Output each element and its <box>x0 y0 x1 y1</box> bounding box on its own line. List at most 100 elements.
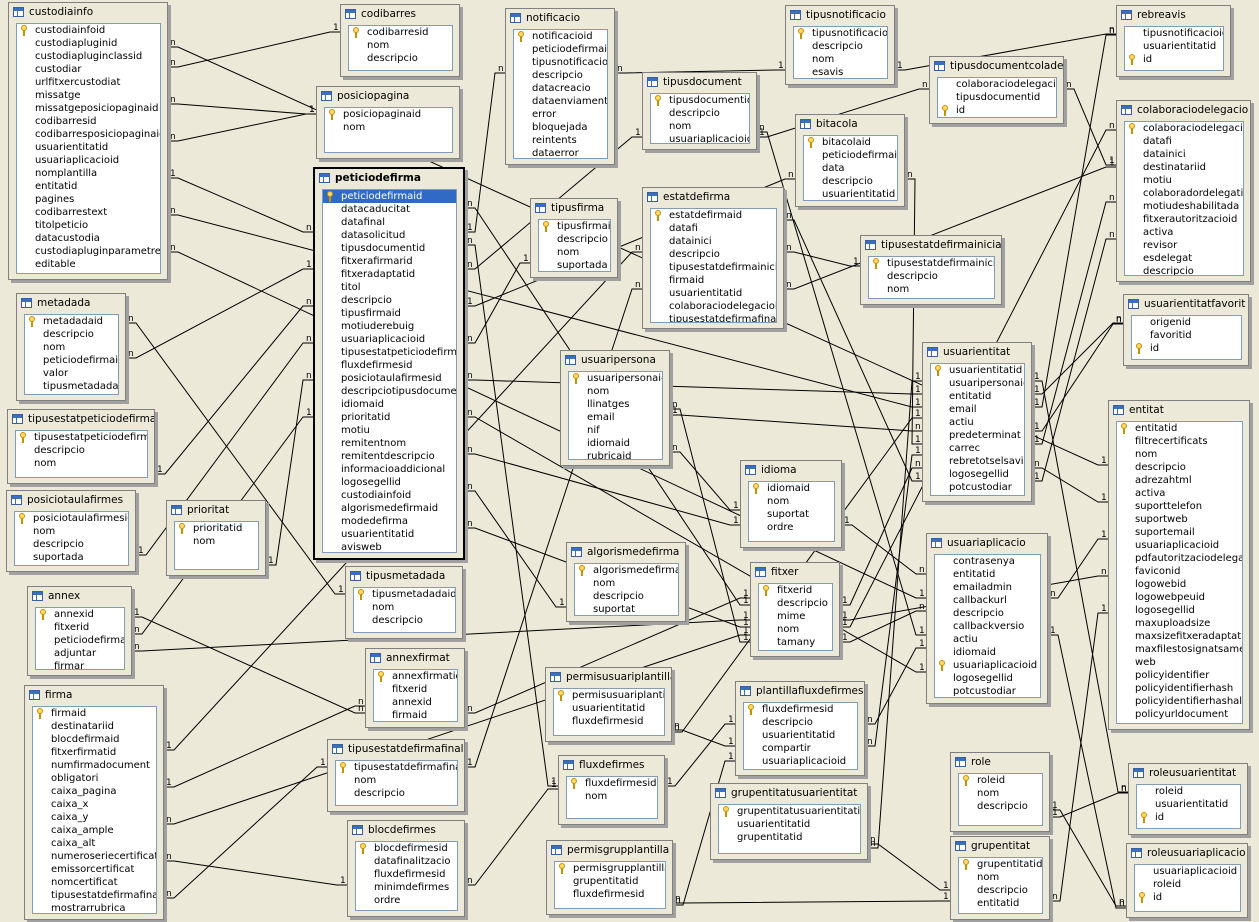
table-header[interactable]: firma <box>25 686 163 705</box>
column-row[interactable]: adjuntar <box>36 647 124 660</box>
column-row[interactable]: usuarientitatid <box>931 364 1024 377</box>
column-row[interactable]: usuarientitatid <box>1137 798 1240 811</box>
column-row[interactable]: peticiodefirmaid <box>323 190 456 203</box>
column-row[interactable]: suportat <box>575 603 678 615</box>
column-list[interactable]: algorismedefirmaidnomdescripciosuportat <box>574 563 679 616</box>
column-row[interactable]: suportemail <box>1117 526 1242 539</box>
column-row[interactable]: motiu <box>1125 174 1243 187</box>
column-row[interactable]: annexid <box>374 696 457 709</box>
column-row[interactable]: datainici <box>1125 148 1243 161</box>
column-row[interactable]: nom <box>794 53 887 66</box>
relationship-line[interactable] <box>670 451 740 511</box>
column-row[interactable]: tipusdocumentid <box>651 94 749 107</box>
column-row[interactable]: peticiodefirmaid <box>36 634 124 647</box>
column-row[interactable]: datafi <box>651 222 776 235</box>
column-row[interactable]: titol <box>323 281 456 294</box>
table-header[interactable]: roleusuariaplicacio <box>1127 844 1247 863</box>
table-header[interactable]: annexfirmat <box>366 649 464 668</box>
column-row[interactable]: logowebid <box>1117 578 1242 591</box>
column-row[interactable]: id <box>1135 891 1240 904</box>
column-row[interactable]: colaboraciodelegacioid <box>651 300 776 313</box>
table-header[interactable]: tipusnotificacio <box>786 6 894 25</box>
relationship-line[interactable] <box>865 454 922 747</box>
column-row[interactable]: idiomaid <box>323 398 456 411</box>
column-row[interactable]: activa <box>1117 487 1242 500</box>
column-row[interactable]: descripcio <box>16 444 147 457</box>
column-row[interactable]: logowebpeuid <box>1117 591 1242 604</box>
column-row[interactable]: usuariaplicacioid <box>1135 865 1240 878</box>
column-row[interactable]: destinatariid <box>1125 161 1243 174</box>
column-row[interactable]: id <box>1137 811 1240 824</box>
column-row[interactable]: firmaid <box>651 274 776 287</box>
column-row[interactable]: custodiapluginid <box>17 37 160 50</box>
column-row[interactable]: descripcio <box>539 233 610 246</box>
column-row[interactable]: descripcio <box>935 607 1040 620</box>
column-row[interactable]: remitentnom <box>323 437 456 450</box>
column-row[interactable]: custodiapluginparametres <box>17 245 160 258</box>
column-row[interactable]: usuarientitatid <box>323 528 456 541</box>
column-row[interactable]: tipusfirmaid <box>323 307 456 320</box>
table-header[interactable]: custodiainfo <box>9 3 167 22</box>
column-row[interactable]: logosegellid <box>1117 604 1242 617</box>
column-row[interactable]: nom <box>325 121 452 134</box>
column-row[interactable]: maxuploadsize <box>1117 617 1242 630</box>
column-row[interactable]: missatge <box>17 89 160 102</box>
column-row[interactable]: bitacolaid <box>804 136 897 149</box>
column-row[interactable]: mime <box>759 610 832 623</box>
column-row[interactable]: nom <box>1117 448 1242 461</box>
column-row[interactable]: usuarientitatid <box>744 729 857 742</box>
relationship-line[interactable] <box>126 268 313 359</box>
relationship-line[interactable] <box>1050 612 1108 902</box>
table-header[interactable]: grupentitat <box>951 837 1049 856</box>
column-row[interactable]: descripcio <box>651 107 749 120</box>
column-row[interactable]: revisor <box>1125 239 1243 252</box>
column-row[interactable]: obligatori <box>33 772 156 785</box>
relationship-line[interactable] <box>673 900 950 904</box>
column-row[interactable]: fitxerid <box>374 683 457 696</box>
column-row[interactable]: dataerror <box>514 147 607 158</box>
column-row[interactable]: fitxerfirmatid <box>33 746 156 759</box>
column-row[interactable]: datafi <box>1125 135 1243 148</box>
column-row[interactable]: tipusdocumentid <box>938 91 1056 104</box>
table-header[interactable]: permisgrupplantilla <box>547 841 672 860</box>
column-row[interactable]: compartir <box>744 742 857 755</box>
column-row[interactable]: descripcio <box>744 716 857 729</box>
column-list[interactable]: permisusuariplantillaidusuarientitatidfl… <box>553 688 665 736</box>
column-row[interactable]: usuaripersonaid <box>569 372 662 385</box>
column-row[interactable]: codibarresposiciopaginaid <box>17 128 160 141</box>
column-row[interactable]: pagines <box>17 193 160 206</box>
column-row[interactable]: notificacioid <box>514 30 607 43</box>
column-row[interactable]: grupentitatid <box>719 831 860 844</box>
column-row[interactable]: entitatid <box>17 180 160 193</box>
column-row[interactable]: tipusfirmaid <box>539 220 610 233</box>
column-row[interactable]: usuarientitatid <box>804 188 897 200</box>
column-row[interactable]: policyidentifier <box>1117 669 1242 682</box>
column-row[interactable]: nom <box>336 774 457 787</box>
relationship-line[interactable] <box>164 860 347 886</box>
column-row[interactable]: logosegellid <box>935 672 1040 685</box>
column-row[interactable]: datacaducitat <box>323 203 456 216</box>
column-row[interactable]: faviconid <box>1117 565 1242 578</box>
column-row[interactable]: posiciotaulafirmesid <box>323 372 456 385</box>
column-row[interactable]: descripcio <box>759 597 832 610</box>
column-row[interactable]: nom <box>175 535 258 548</box>
table-header[interactable]: usuariaplicacio <box>927 534 1047 553</box>
column-row[interactable]: nom <box>567 790 657 803</box>
column-row[interactable]: logosegellid <box>323 476 456 489</box>
column-row[interactable]: nom <box>349 39 452 52</box>
column-row[interactable]: colaboraciodelegacioid <box>1125 122 1243 135</box>
